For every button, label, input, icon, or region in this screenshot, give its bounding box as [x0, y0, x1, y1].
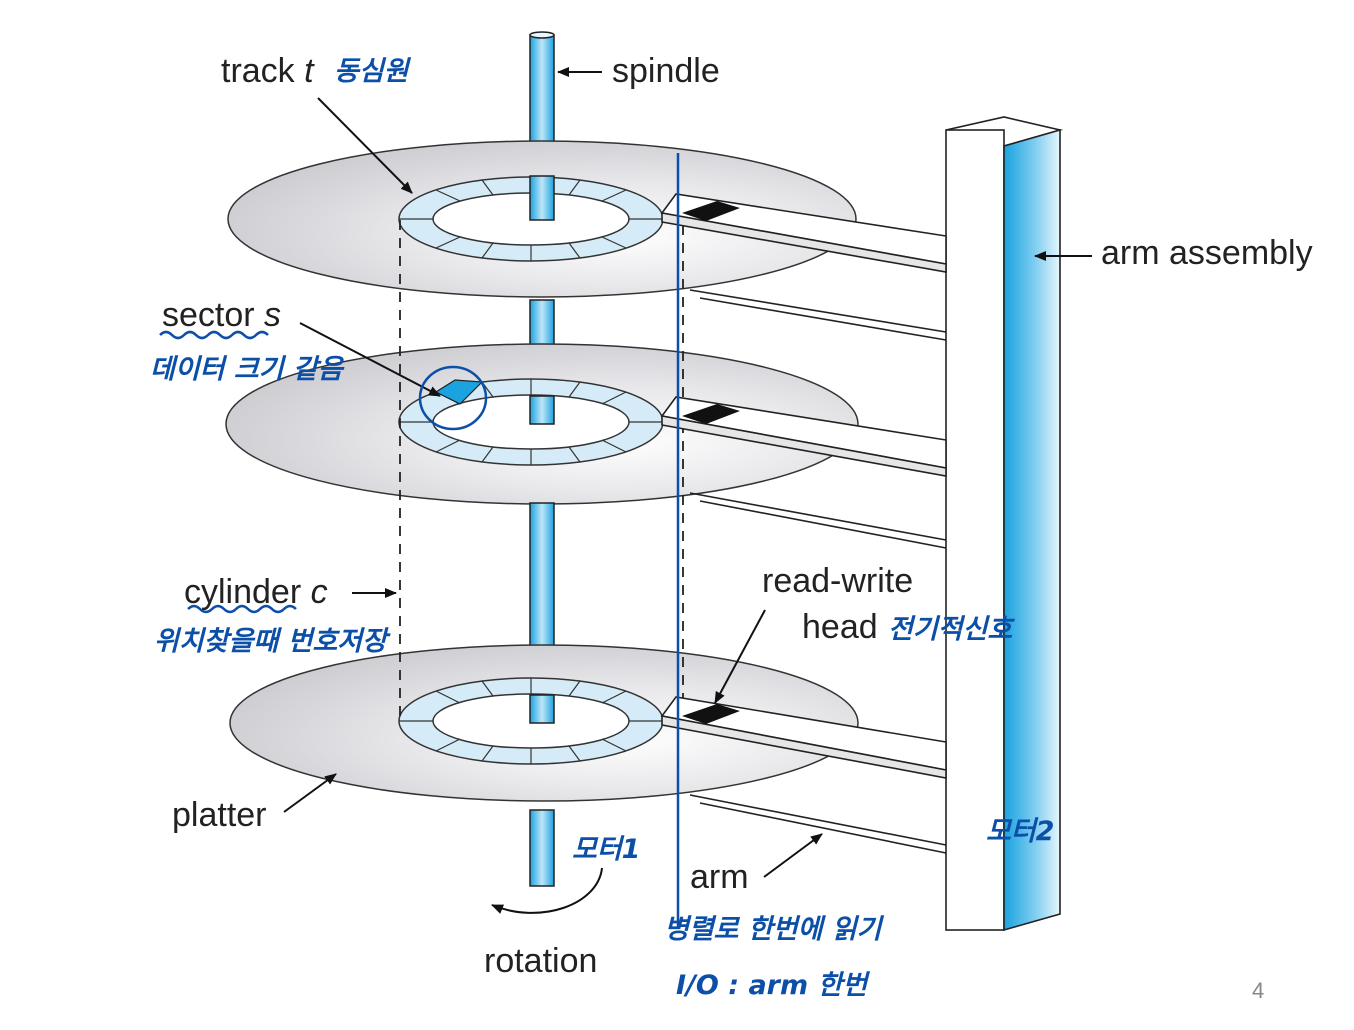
note-track: 동심원	[334, 56, 412, 87]
label-cylinder-var: c	[311, 573, 328, 611]
sector-pen-circle	[418, 365, 488, 431]
note-io: I/O : arm 한번	[676, 970, 870, 1001]
arm-2	[660, 396, 947, 549]
label-track-var: t	[304, 52, 315, 90]
label-sector: sector s	[162, 296, 281, 334]
note-head: 전기적신호	[888, 614, 1015, 645]
spindle-segment-5	[529, 694, 555, 724]
arm-1	[660, 193, 947, 341]
note-cylinder: 위치찾을때 번호저장	[154, 626, 391, 657]
arm-3	[660, 696, 947, 854]
arm-assembly-column	[945, 116, 1064, 932]
spindle-top-cap	[529, 31, 555, 39]
head-1	[682, 201, 740, 221]
spindle-segment-bottom	[529, 809, 555, 887]
note-motor1: 모터1	[572, 834, 640, 865]
note-motor2: 모터2	[986, 816, 1054, 847]
label-sector-var: s	[264, 296, 281, 334]
label-arm: arm	[690, 858, 749, 896]
arrow-read-write-head	[714, 609, 766, 704]
label-cylinder: cylinder c	[184, 573, 328, 611]
note-parallel: 병렬로 한번에 읽기	[664, 914, 885, 945]
head-3	[682, 704, 740, 724]
arrow-rotation	[491, 867, 603, 914]
label-spindle: spindle	[612, 52, 720, 90]
arrow-platter	[283, 773, 337, 813]
arrow-track	[317, 97, 413, 194]
label-read-write: read-write	[762, 562, 913, 600]
label-platter: platter	[172, 796, 267, 834]
page-number: 4	[1252, 978, 1264, 1003]
label-rotation: rotation	[484, 942, 597, 980]
head-2	[682, 404, 740, 424]
arrow-sector	[299, 322, 441, 397]
spindle-segment-1	[529, 175, 555, 221]
note-sector: 데이터 크기 같음	[150, 354, 345, 385]
spindle-segment-3	[529, 395, 555, 425]
arrow-arm	[763, 833, 823, 878]
sector-squiggle	[159, 330, 269, 340]
cylinder-squiggle	[187, 604, 297, 614]
label-track: track t	[221, 52, 315, 90]
label-head: head	[802, 608, 878, 646]
label-arm-assembly: arm assembly	[1101, 234, 1313, 272]
